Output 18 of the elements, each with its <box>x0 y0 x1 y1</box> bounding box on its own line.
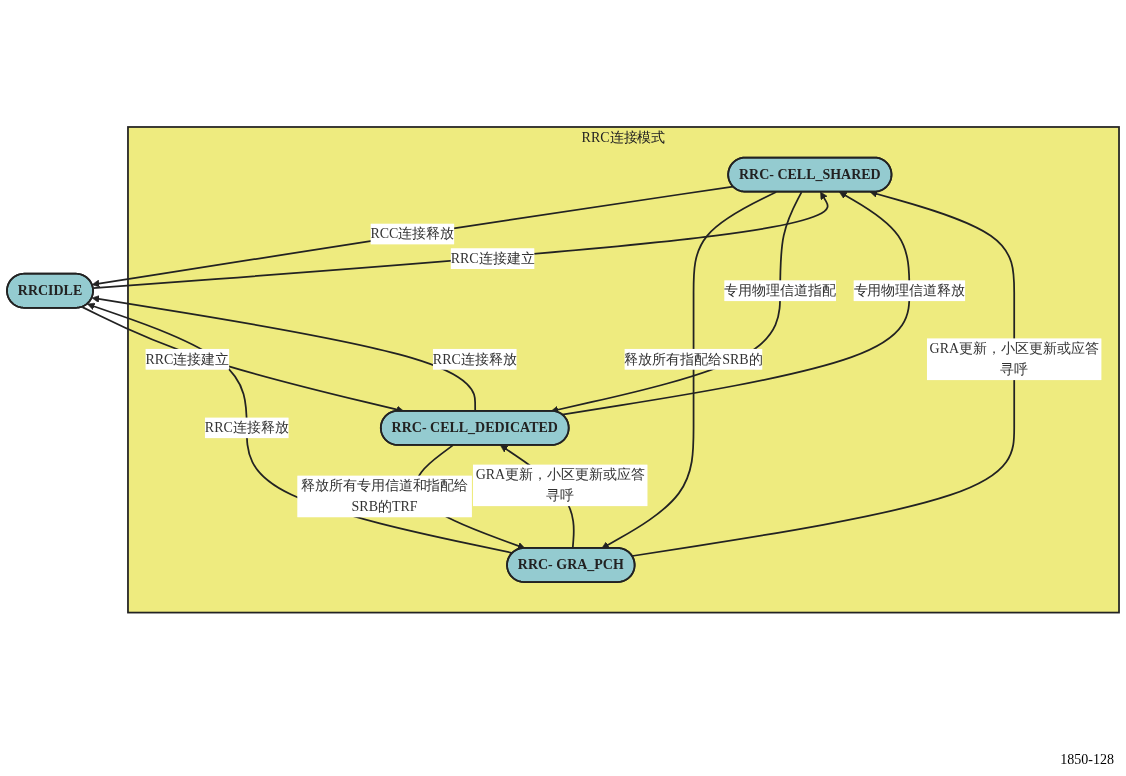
edge-label: RRC连接释放 <box>432 351 517 367</box>
edge-label: 释放所有指配给SRB的 <box>624 351 763 367</box>
arrow <box>631 190 1016 558</box>
edge-label: 专用物理信道指配 <box>724 283 837 298</box>
edge-label: RRC连接释放 <box>204 420 289 436</box>
arrow <box>91 295 477 413</box>
edge-label: GRA更新，小区更新或应答寻呼 <box>475 467 645 504</box>
arrow <box>561 191 911 416</box>
edge-label: 释放所有专用信道和指配给SRB的TRF <box>300 478 469 515</box>
figure-number: 1850-128 <box>1060 752 1114 767</box>
edge-label: 专用物理信道释放 <box>853 283 966 298</box>
arrow <box>601 191 778 549</box>
arrow <box>91 185 734 288</box>
edge-label: RRC连接建立 <box>450 250 535 266</box>
edge-label: RRC连接建立 <box>145 351 230 367</box>
arrow <box>92 191 829 290</box>
edge-label: GRA更新，小区更新或应答寻呼 <box>929 341 1099 377</box>
edge-label: RCC连接释放 <box>370 226 455 242</box>
